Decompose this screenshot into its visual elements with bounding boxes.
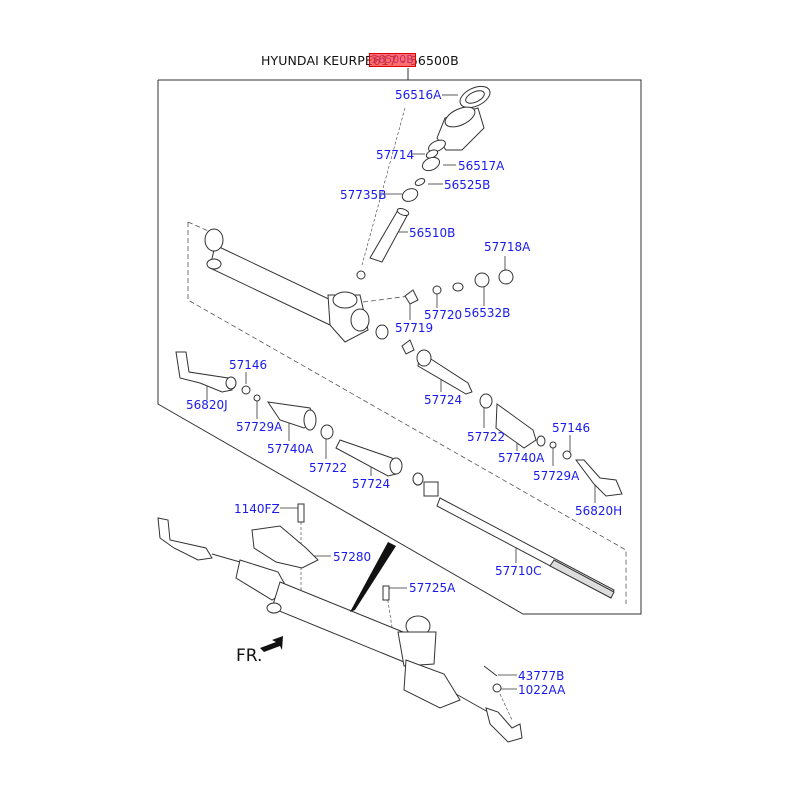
adjuster-parts	[404, 269, 514, 305]
part-label-57735b[interactable]: 57735B	[340, 188, 387, 202]
part-label-57719[interactable]: 57719	[395, 321, 434, 335]
inner-tie-rod-57724	[335, 439, 397, 477]
ball-small	[356, 270, 366, 280]
part-label-56820h[interactable]: 56820H	[575, 504, 623, 518]
part-label-57710c[interactable]: 57710C	[495, 564, 542, 578]
part-label-56510b[interactable]: 56510B	[409, 226, 456, 240]
part-label-56532b[interactable]: 56532B	[464, 306, 511, 320]
front-direction-label: FR.	[236, 646, 263, 666]
part-label-57724-right[interactable]: 57724	[424, 393, 463, 407]
seal-57735b	[401, 188, 419, 202]
ring-57718a	[498, 269, 514, 285]
part-label-56516a[interactable]: 56516A	[395, 88, 442, 102]
pointer-wedge	[350, 542, 396, 612]
ring-57714	[428, 139, 446, 153]
bolt-57725a	[382, 585, 390, 601]
part-label-57714[interactable]: 57714	[376, 148, 415, 162]
bolt-1140fz	[297, 503, 305, 523]
nut-1022aa	[492, 683, 502, 693]
clamp-57722	[479, 393, 493, 409]
assembled-rack	[157, 503, 523, 743]
part-label-57280[interactable]: 57280	[333, 550, 372, 564]
part-label-57729a-right[interactable]: 57729A	[533, 469, 580, 483]
nut-57729a	[549, 441, 557, 449]
part-label-43777b[interactable]: 43777B	[518, 669, 565, 683]
part-label-56525b[interactable]: 56525B	[444, 178, 491, 192]
part-label-56517a[interactable]: 56517A	[458, 159, 505, 173]
part-label-57718a[interactable]: 57718A	[484, 240, 531, 254]
bearing-56517a	[421, 156, 441, 172]
boot-right	[403, 659, 461, 709]
diagram-title: HYUNDAI KEURPE617 - 56500B	[261, 53, 459, 68]
bush	[423, 481, 439, 497]
rack-housing	[204, 228, 389, 343]
right-tie-rod-assembly	[401, 339, 623, 497]
plug-56532b	[474, 272, 490, 288]
yoke-57719	[404, 289, 419, 305]
part-label-57724-left[interactable]: 57724	[352, 477, 391, 491]
part-label-57740a-right[interactable]: 57740A	[498, 451, 545, 465]
part-label-57722-right[interactable]: 57722	[467, 430, 506, 444]
cotter-pin-43777b	[483, 665, 498, 677]
part-label-57720[interactable]: 57720	[424, 308, 463, 322]
part-label-57729a-left[interactable]: 57729A	[236, 420, 283, 434]
pinion-56510b	[369, 209, 409, 263]
heat-shield-57280	[251, 525, 319, 569]
nut-57146	[562, 450, 572, 460]
highlighted-part-number[interactable]: 56500B	[369, 53, 416, 67]
column-parts	[356, 85, 491, 280]
nut-57729a	[253, 394, 261, 402]
part-label-1140fz[interactable]: 1140FZ	[234, 502, 280, 516]
part-label-57146-right[interactable]: 57146	[552, 421, 591, 435]
part-label-1022aa[interactable]: 1022AA	[518, 683, 566, 697]
front-arrow-icon	[260, 636, 283, 652]
part-label-57725a[interactable]: 57725A	[409, 581, 456, 595]
nut-57146	[241, 385, 251, 395]
part-label-57146-left[interactable]: 57146	[229, 358, 268, 372]
tie-rod-end-56820j	[175, 351, 233, 393]
ring	[452, 282, 464, 292]
oring-bottom	[375, 324, 389, 340]
inner-tie-rod-57724	[417, 351, 473, 395]
clamp-57722	[320, 424, 334, 440]
left-tie-rod-assembly	[175, 351, 439, 497]
tie-rod-end-right	[485, 707, 523, 743]
tie-rod-end-56820h	[575, 459, 623, 497]
tie-rod-end-left	[157, 517, 213, 561]
part-label-56820j[interactable]: 56820J	[186, 398, 228, 412]
part-label-57740a-left[interactable]: 57740A	[267, 442, 314, 456]
clip-56525b	[414, 178, 426, 186]
leader-lines	[206, 94, 596, 690]
part-label-57722-left[interactable]: 57722	[309, 461, 348, 475]
assembly-frame	[157, 68, 642, 615]
boot-57740a	[495, 403, 537, 449]
rack-bar-57710c	[436, 497, 615, 599]
spring-57720	[432, 285, 442, 295]
